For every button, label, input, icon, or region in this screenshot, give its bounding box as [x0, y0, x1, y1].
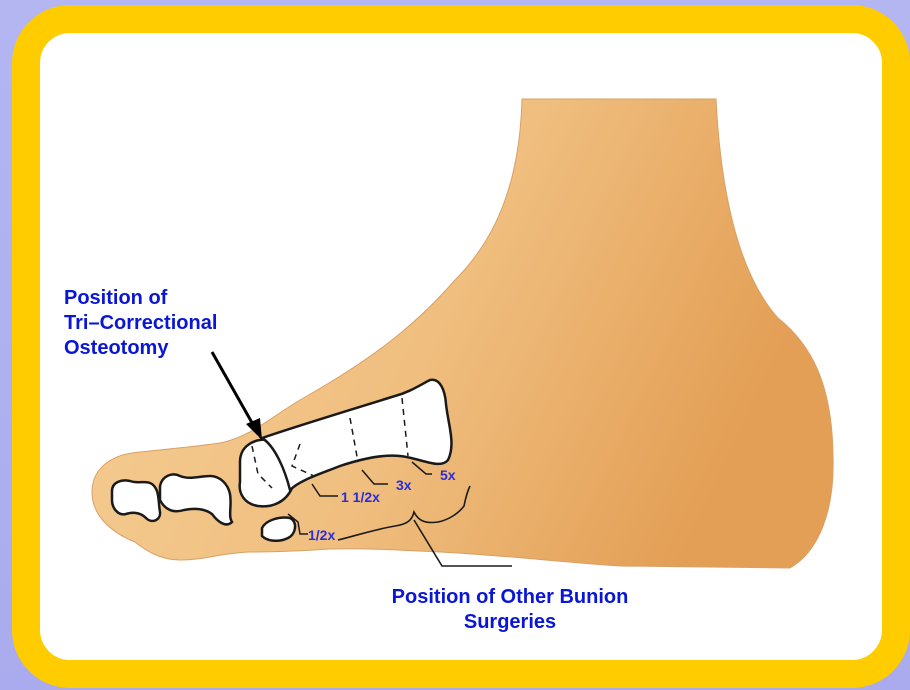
other-surgeries-line2: Surgeries: [330, 610, 690, 635]
osteotomy-label-line1: Position of: [64, 286, 324, 311]
osteotomy-label-line2: Tri–Correctional: [64, 311, 324, 336]
other-surgeries-label: Position of Other Bunion Surgeries: [330, 585, 690, 635]
marker-half: 1/2x: [308, 527, 335, 543]
osteotomy-label-line3: Osteotomy: [64, 336, 324, 361]
marker-three: 3x: [396, 477, 412, 493]
marker-five: 5x: [440, 467, 456, 483]
other-surgeries-line1: Position of Other Bunion: [330, 585, 690, 610]
marker-one-and-half: 1 1/2x: [341, 489, 380, 505]
osteotomy-arrow: [212, 352, 262, 440]
osteotomy-label: Position of Tri–Correctional Osteotomy: [64, 286, 324, 361]
